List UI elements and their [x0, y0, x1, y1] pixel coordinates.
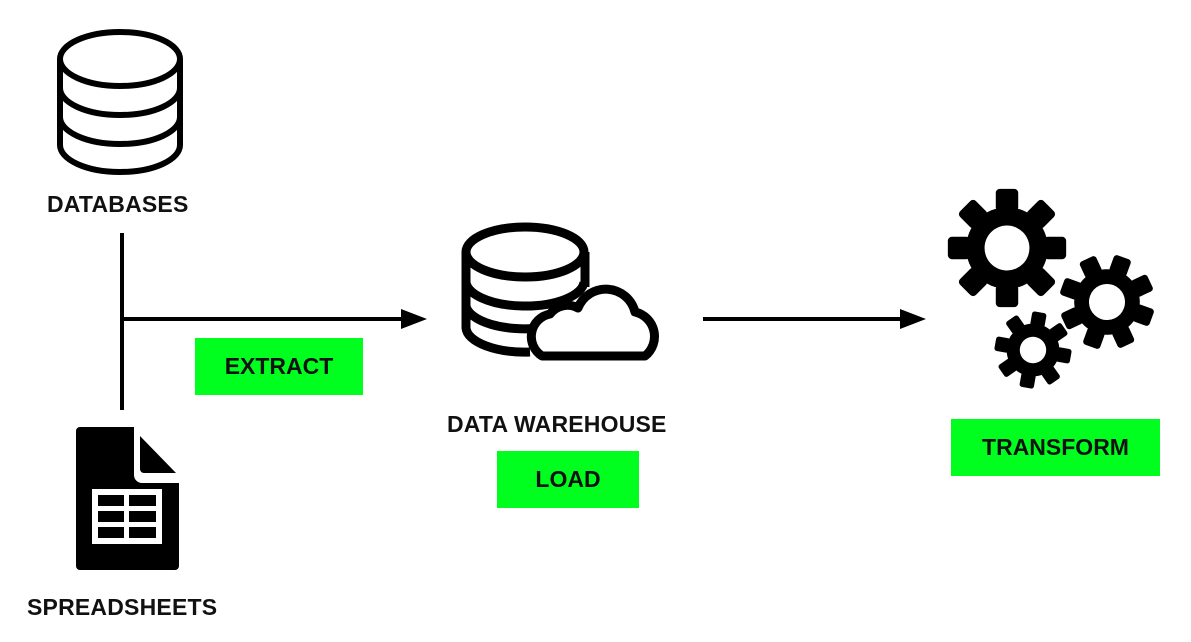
load-badge: LOAD [497, 451, 639, 508]
transform-arrowhead [900, 309, 926, 329]
transform-connector [703, 309, 926, 329]
databases-label: DATABASES [47, 191, 189, 217]
database-icon [57, 29, 183, 175]
small-gear-icon [988, 305, 1078, 395]
large-gear-icon [947, 188, 1067, 308]
spreadsheet-file-icon [76, 427, 179, 570]
extract-arrowhead [401, 309, 427, 329]
database-cloud-icon [461, 222, 659, 361]
gears-icon [947, 188, 1168, 395]
transform-badge: TRANSFORM [951, 419, 1160, 476]
spreadsheets-label: SPREADSHEETS [27, 594, 218, 620]
extract-connector [120, 233, 427, 410]
warehouse-label: DATA WAREHOUSE [447, 411, 667, 437]
extract-badge: EXTRACT [195, 338, 363, 395]
medium-gear-icon [1046, 241, 1168, 363]
